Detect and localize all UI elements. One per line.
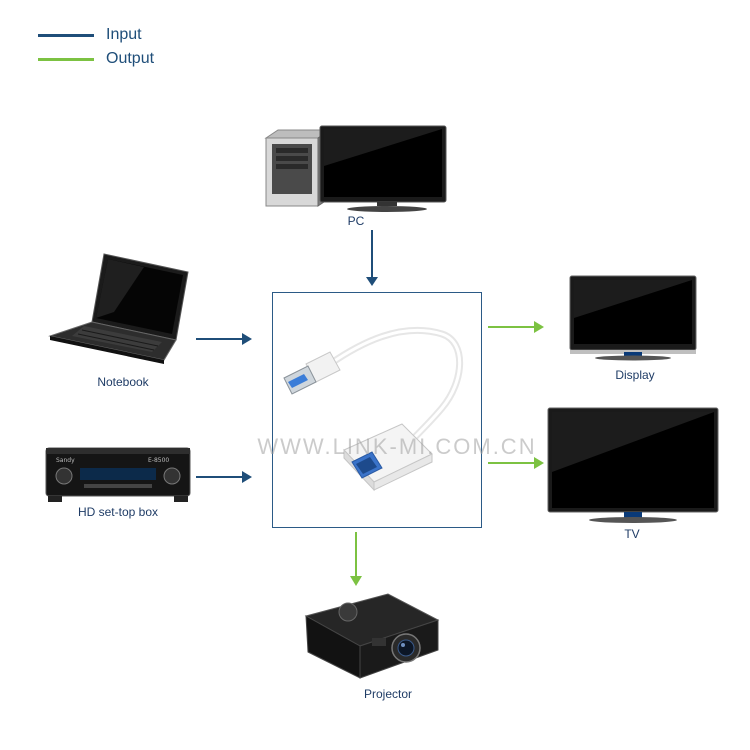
pc-input-arrow	[366, 230, 378, 286]
set-top-box-label: HD set-top box	[77, 505, 159, 519]
notebook-input-arrow	[196, 333, 252, 345]
pc-label: PC	[347, 214, 365, 228]
projector-output-arrow	[350, 532, 362, 586]
set-top-box-image: Sandy E-8500	[45, 447, 191, 502]
legend-output-line	[38, 58, 94, 61]
set-top-box-input-arrow	[196, 471, 252, 483]
tv-image	[547, 407, 719, 523]
display-image	[569, 275, 697, 361]
display-output-arrow	[488, 321, 544, 333]
legend-output-label: Output	[106, 50, 155, 67]
projector-image	[304, 593, 440, 679]
display-label: Display	[615, 368, 655, 382]
tv-output-arrow	[488, 457, 544, 469]
projector-label: Projector	[363, 687, 413, 701]
set-top-box-model: E-8500	[148, 457, 169, 464]
legend-input-line	[38, 34, 94, 37]
usb-to-vga-adapter-image	[283, 327, 464, 492]
set-top-box-brand: Sandy	[56, 457, 75, 464]
watermark: WWW.LINK-MI.COM.CN	[257, 434, 537, 459]
notebook-label: Notebook	[97, 375, 149, 389]
notebook-image	[48, 253, 189, 364]
legend-input-label: Input	[106, 26, 142, 43]
tv-label: TV	[624, 527, 640, 541]
pc-image	[264, 125, 447, 212]
